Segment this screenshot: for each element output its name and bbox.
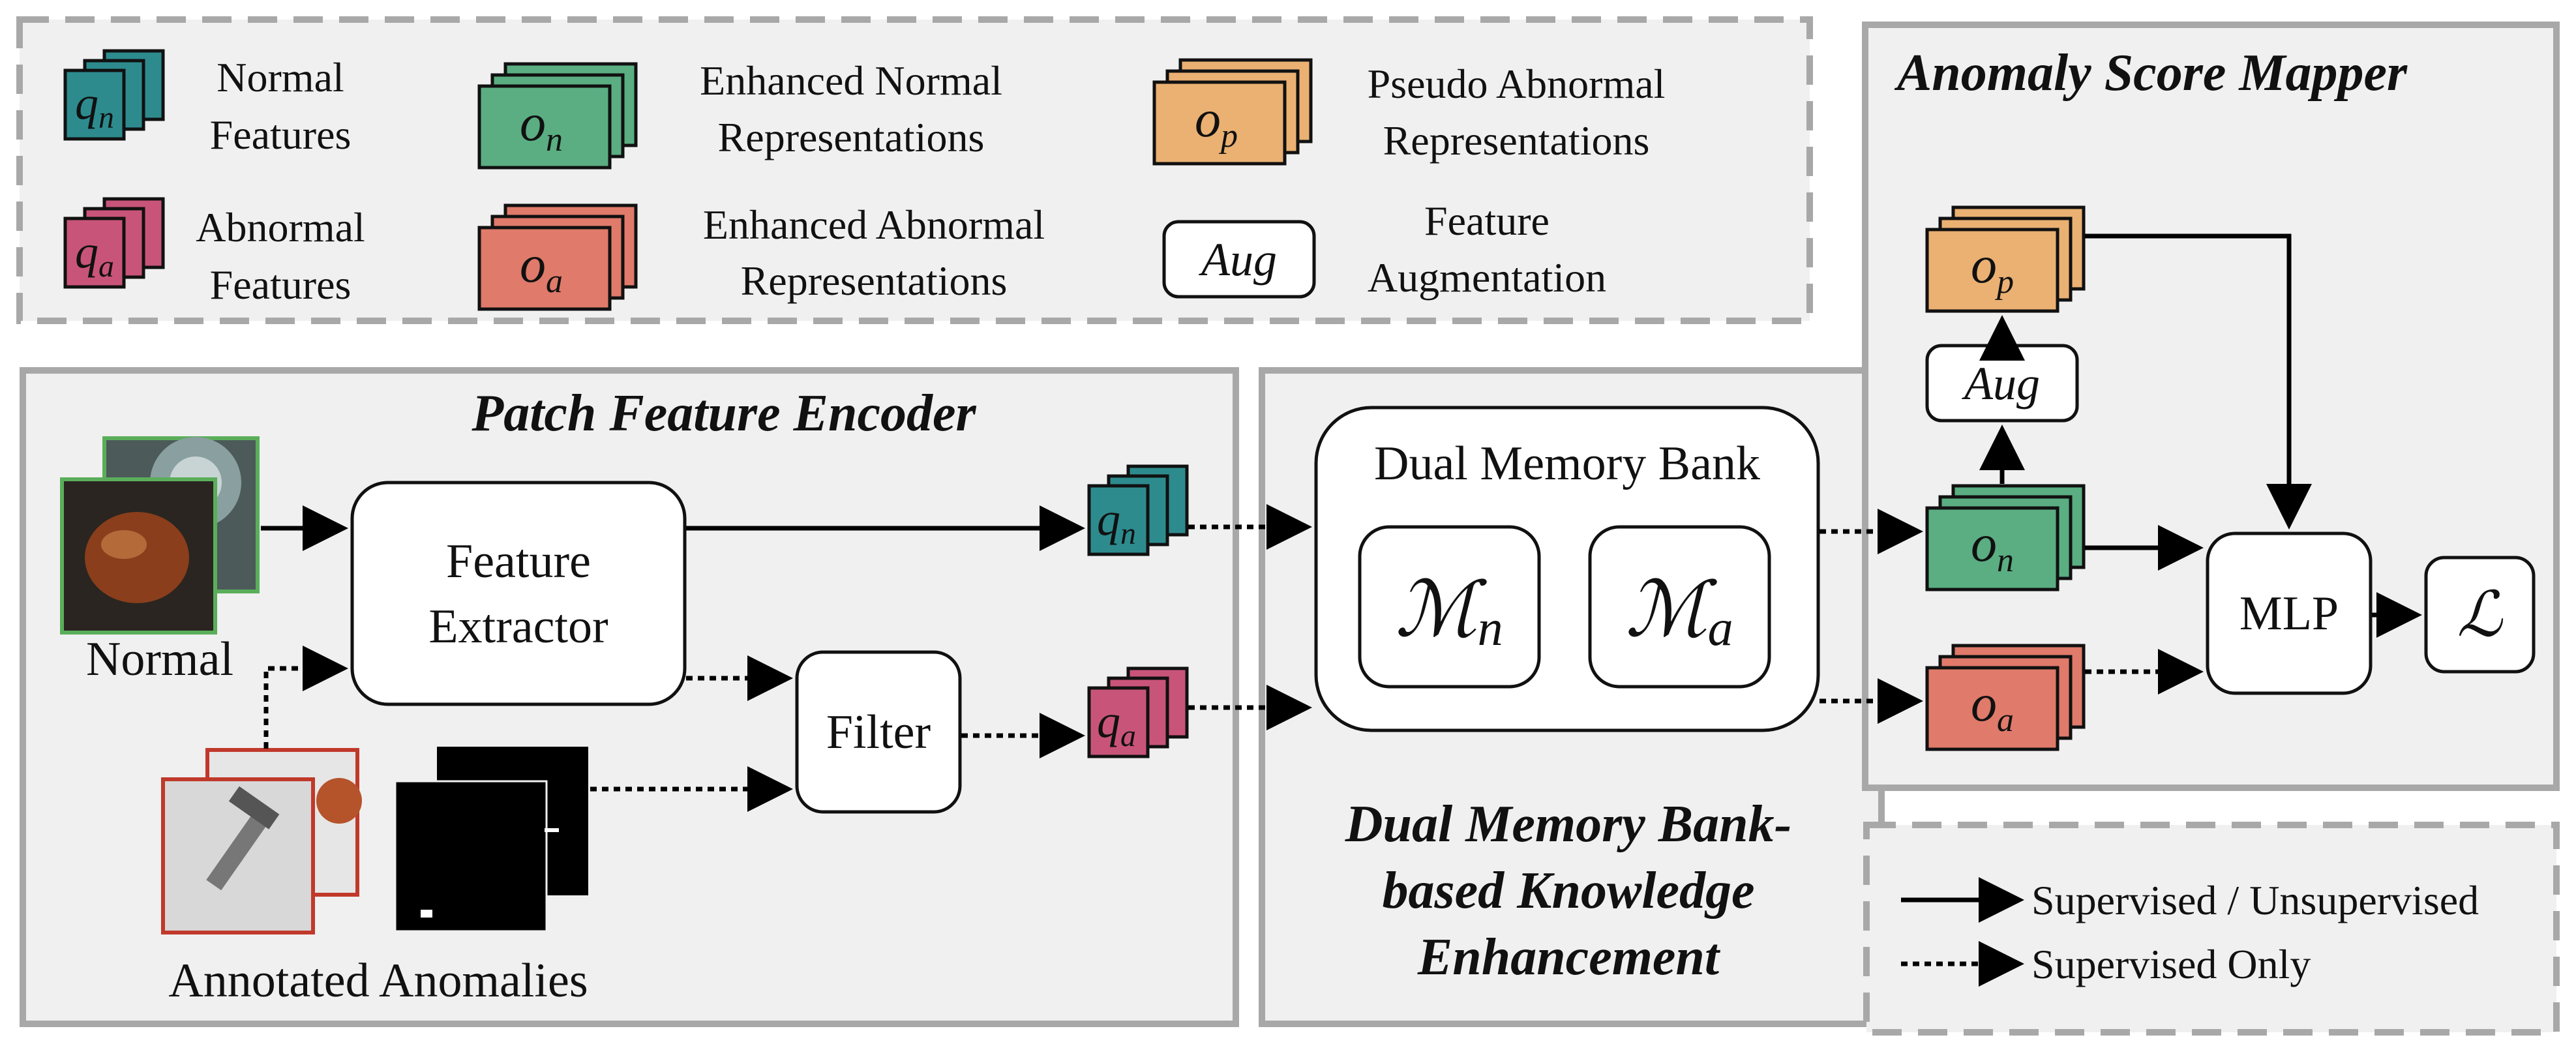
anomaly-mask-image [394,747,588,933]
svg-text:qn: qn [1097,493,1136,551]
legend-feature-augmentation-line2: Augmentation [1368,254,1606,301]
legend-normal-features-icon: qn [63,49,165,141]
legend-normal-features-line1: Normal [217,54,344,100]
svg-text:Extractor: Extractor [428,600,608,653]
legend-abnormal-features-line2: Features [210,262,352,308]
svg-text:ℳa: ℳa [1625,567,1733,656]
legend-normal-features-line2: Features [210,112,352,158]
svg-text:qa: qa [1097,695,1136,753]
legend-pseudo-abnormal-line2: Representations [1383,117,1650,164]
legend-abnormal-features-icon: qa [63,197,165,289]
normal-image-label: Normal [86,633,233,686]
svg-text:ℒ: ℒ [2457,580,2503,650]
solid-line-label: Supervised / Unsupervised [2031,877,2479,923]
legend-enhanced-abnormal-icon: oa [477,203,638,311]
legend-enhanced-abnormal-line1: Enhanced Abnormal [703,202,1045,248]
legend-panel: qn Normal Features qa Abnormal Features … [16,16,1813,324]
svg-text:Feature: Feature [446,535,591,588]
svg-text:Aug: Aug [1199,233,1277,286]
mapper-title: Anomaly Score Mapper [1894,44,2408,102]
annotated-anomaly-image [161,748,362,934]
legend-feature-augmentation-line1: Feature [1424,198,1550,244]
arrow-op-to-mlp [2085,233,2312,530]
legend-pseudo-abnormal-icon: op [1152,58,1313,166]
legend-enhanced-abnormal-line2: Representations [741,258,1008,304]
legend-abnormal-features-line1: Abnormal [196,204,365,250]
arrow-annotated-to-extractor [263,646,348,749]
memory-title-line2: based Knowledge [1382,862,1754,919]
augmentation-box: Aug [1925,344,2079,423]
dotted-line-label: Supervised Only [2031,941,2311,987]
legend-augmentation-icon: Aug [1162,220,1316,299]
svg-text:oa: oa [1971,675,2014,739]
feature-extractor-box: Feature Extractor [350,481,687,706]
legend-enhanced-normal-line2: Representations [718,114,985,160]
svg-text:op: op [1971,237,2014,301]
svg-text:Aug: Aug [1962,357,2040,410]
svg-text:on: on [1971,515,2014,579]
legend-enhanced-normal-line1: Enhanced Normal [700,57,1002,104]
svg-text:op: op [1195,91,1238,155]
svg-text:qn: qn [75,77,114,135]
svg-text:Filter: Filter [826,706,931,759]
svg-text:qa: qa [75,226,114,284]
pseudo-abnormal-output: op [1925,205,2086,313]
annotated-anomalies-label: Annotated Anomalies [168,954,588,1008]
patch-feature-encoder-panel: Patch Feature Encoder Normal Annotated A… [20,367,1239,1027]
memory-title-line3: Enhancement [1417,929,1721,986]
svg-text:oa: oa [520,236,563,300]
dual-memory-bank-panel: Dual Memory Bank ℳn ℳa Dual Memory Bank-… [1188,367,1885,1027]
filter-box: Filter [795,650,962,814]
loss-box: ℒ [2424,556,2536,674]
svg-text:MLP: MLP [2239,587,2339,640]
svg-text:Dual Memory Bank: Dual Memory Bank [1374,437,1760,490]
normal-memory-bank: ℳn [1358,525,1541,689]
normal-features-output: qn [1087,464,1189,556]
legend-pseudo-abnormal-line1: Pseudo Abnormal [1368,61,1666,107]
mlp-box: MLP [2206,531,2373,695]
anomaly-score-mapper-panel: Anomaly Score Mapper op Aug on oa [1820,22,2560,791]
legend-enhanced-normal-icon: on [477,62,638,170]
abnormal-memory-bank: ℳa [1588,525,1771,689]
memory-title-line1: Dual Memory Bank- [1345,796,1792,853]
enhanced-abnormal-output: oa [1925,644,2086,751]
svg-text:ℳn: ℳn [1395,567,1503,656]
line-legend-panel: Supervised / Unsupervised Supervised Onl… [1863,822,2560,1036]
svg-text:on: on [520,95,563,158]
abnormal-features-output: qa [1087,666,1189,758]
normal-image [60,436,260,635]
enhanced-normal-output: on [1925,484,2086,591]
encoder-title: Patch Feature Encoder [471,385,976,442]
